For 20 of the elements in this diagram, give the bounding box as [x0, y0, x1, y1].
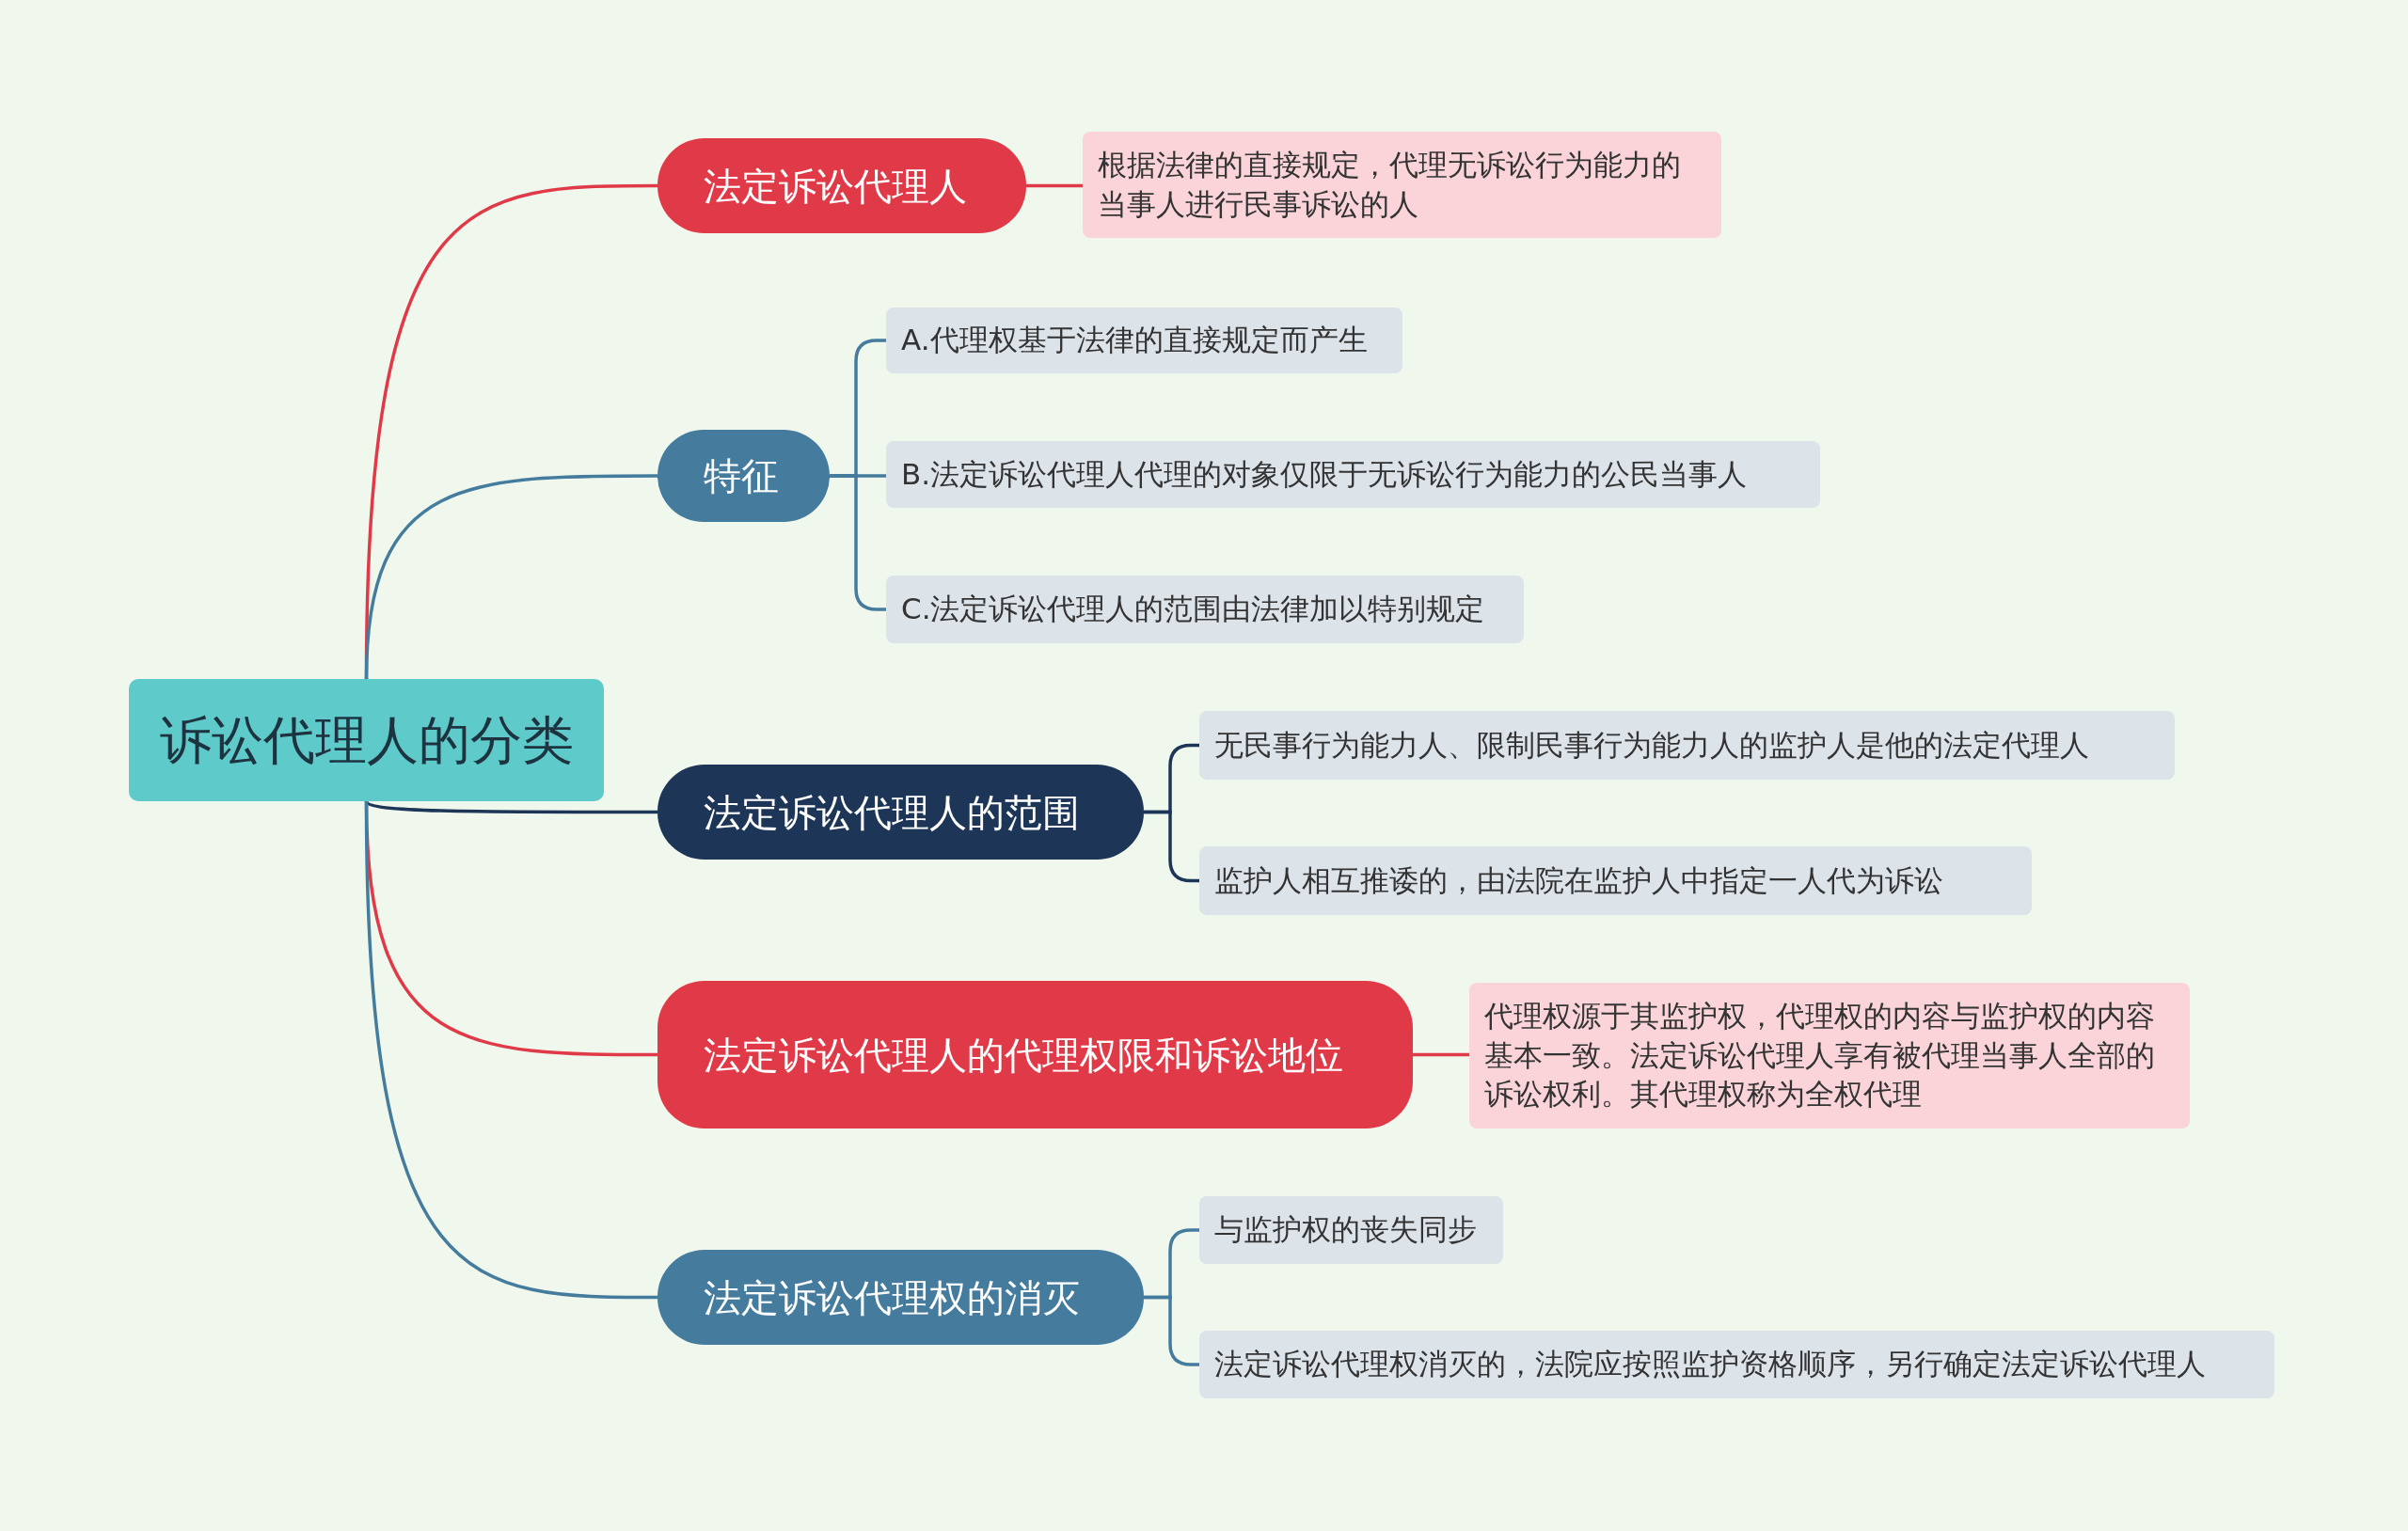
- root-topic-box: 诉讼代理人的分类: [129, 679, 604, 801]
- note-box: 根据法律的直接规定，代理无诉讼行为能力的当事人进行民事诉讼的人: [1083, 132, 1721, 238]
- connector-line: [1026, 183, 1083, 188]
- topic-pill: 法定诉讼代理人: [657, 138, 1026, 233]
- topic-pill: 法定诉讼代理人的范围: [657, 765, 1144, 860]
- connector-line: [364, 474, 657, 680]
- detail-box: C.法定诉讼代理人的范围由法律加以特别规定: [886, 576, 1524, 643]
- topic-pill: 特征: [657, 430, 830, 522]
- note-box: 代理权源于其监护权，代理权的内容与监护权的内容基本一致。法定诉讼代理人享有被代理当事人全部的诉讼权利。其代理权称为全权代理: [1469, 983, 2190, 1129]
- detail-box: B.法定诉讼代理人代理的对象仅限于无诉讼行为能力的公民当事人: [886, 441, 1820, 508]
- detail-box: 监护人相互推诿的，由法院在监护人中指定一人代为诉讼: [1199, 846, 2032, 915]
- topic-pill: 法定诉讼代理人的代理权限和诉讼地位: [657, 981, 1413, 1129]
- connector-line: [365, 799, 657, 814]
- detail-box: 无民事行为能力人、限制民事行为能力人的监护人是他的法定代理人: [1199, 711, 2175, 780]
- topic-pill: 法定诉讼代理权的消灭: [657, 1250, 1144, 1345]
- detail-box: 与监护权的丧失同步: [1199, 1196, 1503, 1264]
- connector-line: [364, 800, 657, 1300]
- detail-box: 法定诉讼代理权消灭的，法院应按照监护资格顺序，另行确定法定诉讼代理人: [1199, 1331, 2274, 1398]
- detail-box: A.代理权基于法律的直接规定而产生: [886, 308, 1402, 373]
- connector-line: [1413, 1052, 1469, 1057]
